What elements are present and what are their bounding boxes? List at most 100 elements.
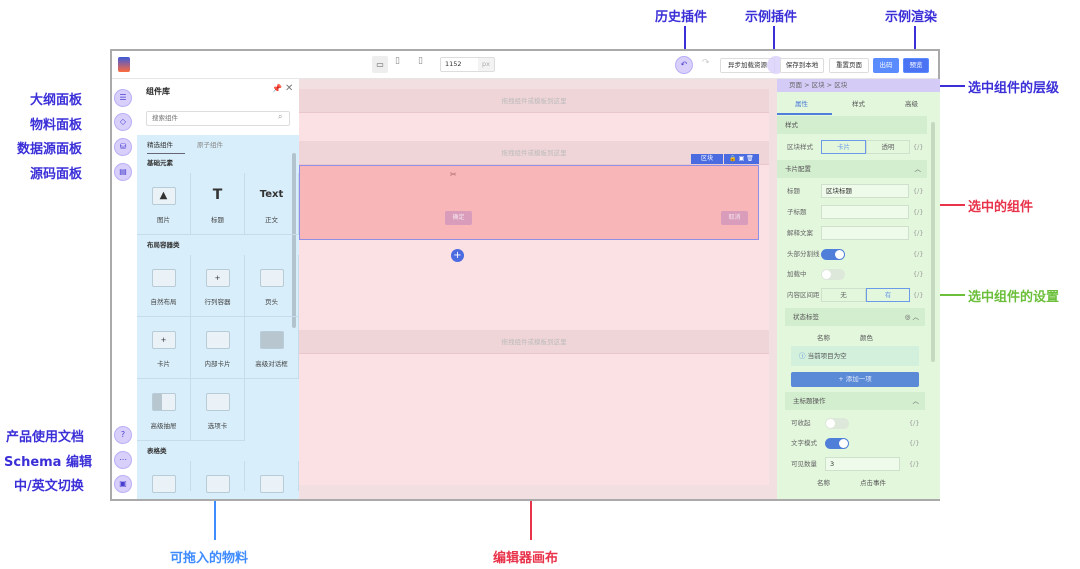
annotation-line: [940, 294, 965, 296]
component-table[interactable]: [137, 461, 191, 493]
collapsible-toggle[interactable]: [825, 418, 849, 429]
component-page-header[interactable]: 页头: [245, 255, 299, 317]
search-icon: ⌕: [278, 112, 283, 121]
more-icon[interactable]: ⋯: [114, 451, 132, 469]
group-style[interactable]: 样式: [777, 116, 927, 134]
component-search-input[interactable]: [146, 111, 290, 126]
pin-icon[interactable]: 📌: [272, 84, 282, 93]
expression-icon[interactable]: {/}: [913, 143, 924, 151]
loading-row: 加载中{/}: [777, 265, 927, 283]
component-card[interactable]: +卡片: [137, 317, 191, 379]
preview-button[interactable]: 预览: [903, 58, 929, 73]
label: 内容区间距: [787, 291, 820, 299]
annotation-line: [684, 26, 686, 56]
loading-toggle[interactable]: [821, 269, 845, 280]
add-block-icon[interactable]: +: [451, 249, 464, 262]
scrollbar[interactable]: [292, 153, 296, 328]
expression-icon[interactable]: {/}: [913, 250, 924, 258]
component-query-table[interactable]: [245, 461, 299, 493]
confirm-button[interactable]: 确定: [445, 211, 472, 225]
drag-handle-icon[interactable]: ✂: [450, 170, 457, 179]
reset-page-button[interactable]: 重置页面: [829, 58, 869, 73]
expression-icon[interactable]: {/}: [913, 270, 924, 278]
text-mode-toggle[interactable]: [825, 438, 849, 449]
header-divider-toggle[interactable]: [821, 249, 845, 260]
section-layout[interactable]: 布局容器类: [147, 241, 180, 249]
group-main-title-actions[interactable]: 主标题操作︿: [785, 392, 925, 410]
close-icon[interactable]: ✕: [285, 83, 294, 94]
desktop-view-icon[interactable]: ▭: [372, 56, 388, 73]
mobile-view-icon[interactable]: ▯: [418, 56, 423, 66]
group-status-tag[interactable]: 状态标签◎ ︿: [785, 308, 925, 326]
expression-icon[interactable]: {/}: [913, 208, 924, 216]
section-basic[interactable]: 基础元素: [147, 159, 173, 167]
scrollbar[interactable]: [931, 122, 935, 362]
expression-icon[interactable]: {/}: [913, 291, 924, 299]
drop-zone[interactable]: 拖拽组件或模板到这里: [299, 89, 769, 113]
save-local-button[interactable]: 保存到本地: [780, 58, 824, 73]
component-dialog[interactable]: 高级对话框: [245, 317, 299, 379]
tab-properties[interactable]: 属性: [795, 100, 808, 108]
tab-atomic[interactable]: 原子组件: [197, 141, 223, 149]
tab-style[interactable]: 样式: [852, 100, 865, 108]
datasource-icon[interactable]: ⛁: [114, 138, 132, 156]
material-icon[interactable]: ◇: [114, 113, 132, 131]
drop-zone[interactable]: 拖拽组件或模板到这里: [299, 330, 769, 354]
annotation-outline-panel: 大纲面板: [30, 93, 83, 108]
item-label: 页头: [265, 298, 278, 306]
expression-icon[interactable]: {/}: [909, 419, 920, 427]
tab-advanced[interactable]: 高级: [905, 100, 918, 108]
tablet-view-icon[interactable]: ▯: [395, 56, 400, 66]
selected-block[interactable]: ✂ 确定 取消: [299, 165, 759, 240]
redo-icon[interactable]: ↷: [702, 58, 710, 68]
undo-icon[interactable]: ↶: [675, 56, 693, 74]
column-click-event: 点击事件: [860, 479, 886, 487]
block-label-badge[interactable]: 区块: [691, 154, 723, 164]
component-inner-card[interactable]: 内部卡片: [191, 317, 245, 379]
expression-icon[interactable]: {/}: [913, 187, 924, 195]
export-code-button[interactable]: 出码: [873, 58, 899, 73]
annotation-lang-switch: 中/英文切换: [14, 479, 84, 494]
component-free-layout[interactable]: 自然布局: [137, 255, 191, 317]
help-icon[interactable]: ?: [114, 426, 132, 444]
drop-zone[interactable]: 拖拽组件或模板到这里: [299, 141, 769, 165]
cancel-button[interactable]: 取消: [721, 211, 748, 225]
language-icon[interactable]: ▣: [114, 475, 132, 493]
option-card[interactable]: 卡片: [821, 140, 866, 154]
item-label: 选项卡: [207, 422, 228, 430]
component-table-2[interactable]: [191, 461, 245, 493]
source-code-icon[interactable]: ▤: [114, 163, 132, 181]
component-drawer[interactable]: 高级抽屉: [137, 379, 191, 441]
group-card-config[interactable]: 卡片配置︿: [777, 160, 927, 178]
block-actions[interactable]: 🔒 ▣ 🗑: [724, 154, 759, 164]
outline-icon[interactable]: ☰: [114, 89, 132, 107]
option-yes[interactable]: 有: [866, 288, 910, 302]
text-icon: Text: [259, 189, 284, 200]
visible-count-input[interactable]: 3: [825, 457, 900, 471]
expression-icon[interactable]: {/}: [913, 229, 924, 237]
editor-canvas[interactable]: 拖拽组件或模板到这里 拖拽组件或模板到这里 区块 🔒 ▣ 🗑 ✂ 确定 取消 +…: [299, 79, 777, 499]
component-row-col[interactable]: +行列容器: [191, 255, 245, 317]
component-tabs[interactable]: 选项卡: [191, 379, 245, 441]
expression-icon[interactable]: {/}: [909, 439, 920, 447]
option-none[interactable]: 无: [821, 288, 866, 302]
section-table[interactable]: 表格类: [147, 447, 167, 455]
breadcrumb-item[interactable]: 区块: [834, 81, 848, 89]
subtitle-input[interactable]: [821, 205, 909, 219]
title-input[interactable]: 区块标题: [821, 184, 909, 198]
explain-input[interactable]: [821, 226, 909, 240]
breadcrumb-item[interactable]: 页面: [789, 81, 802, 89]
component-image[interactable]: ▲图片: [137, 173, 191, 235]
add-item-button[interactable]: + 添加一项: [791, 372, 919, 387]
expression-icon[interactable]: {/}: [909, 460, 920, 468]
breadcrumb-item[interactable]: 区块: [811, 81, 825, 89]
option-transparent[interactable]: 透明: [866, 140, 910, 154]
settings-panel: 属性 样式 高级 样式 区块样式 卡片 透明 {/} 卡片配置︿ 标题区块标题{…: [777, 92, 940, 499]
annotation-line: [914, 26, 916, 56]
tab-featured[interactable]: 精选组件: [147, 139, 185, 154]
chevron-up-icon: ◎ ︿: [904, 313, 919, 321]
item-label: 高级抽屉: [150, 422, 177, 430]
